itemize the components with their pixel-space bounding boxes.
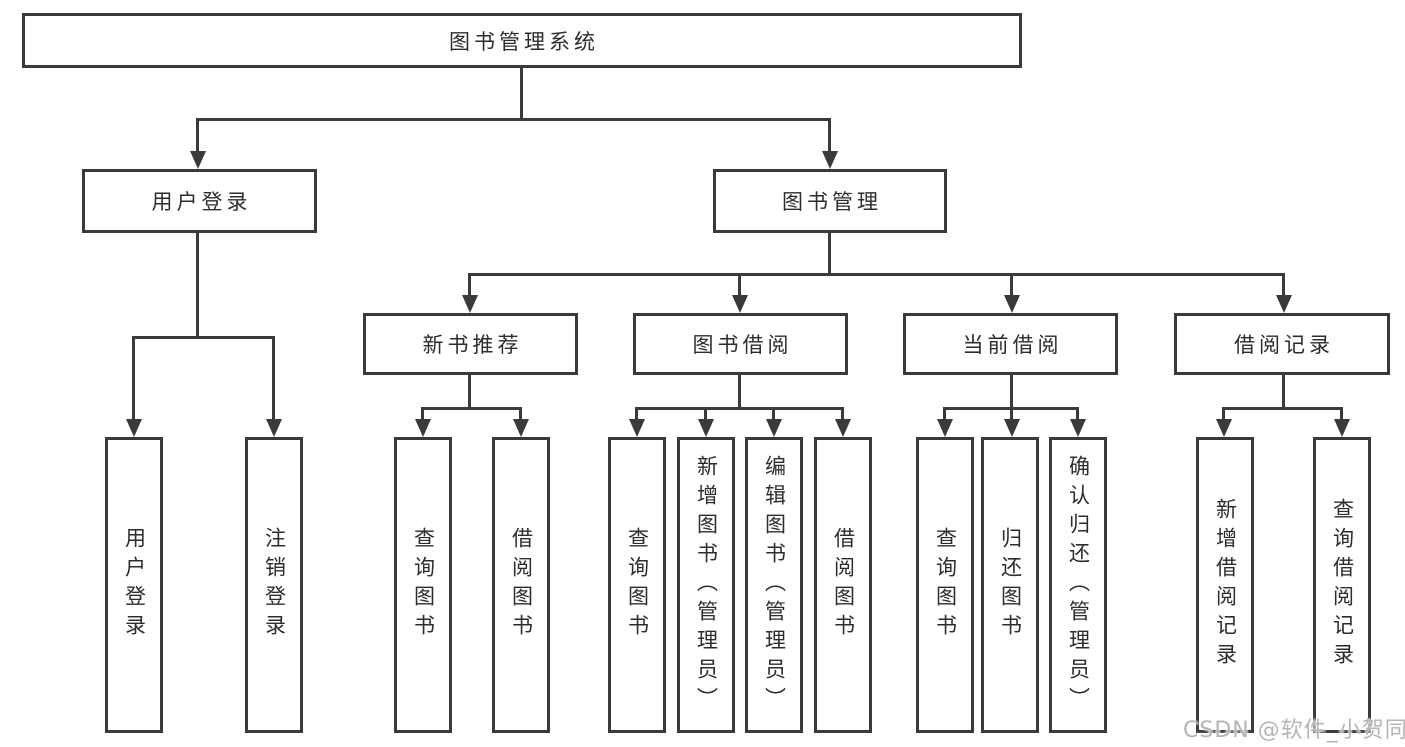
leaf-edit-books-admin: 编辑图书（管理员） <box>745 437 803 733</box>
leaf-user-login: 用户登录 <box>105 437 163 733</box>
arrow-down-user-login <box>190 151 206 169</box>
connector-vline-book-borrowing <box>738 375 741 407</box>
leaf-query-borrow-record-label: 查询借阅记录 <box>1330 498 1355 672</box>
arrow-down-new-book-recommend <box>462 295 478 313</box>
connector-shaft-leaf-add-books <box>704 407 707 421</box>
node-user-login: 用户登录 <box>82 169 317 233</box>
node-book-management-label: 图书管理 <box>782 190 882 214</box>
connector-hline-borrowing-records <box>1222 407 1343 410</box>
arrow-down-leaf-query-record <box>1334 419 1350 437</box>
connector-shaft-leaf-borrow-recommend <box>519 407 522 421</box>
node-new-book-recommend-label: 新书推荐 <box>422 333 523 357</box>
arrow-down-leaf-edit-books <box>766 419 782 437</box>
arrow-down-leaf-logout <box>266 419 282 437</box>
connector-shaft-leaf-edit-books <box>772 407 775 421</box>
connector-shaft-leaf-query-borrowing <box>635 407 638 421</box>
leaf-add-borrow-record-label: 新增借阅记录 <box>1213 498 1238 672</box>
node-library-system: 图书管理系统 <box>22 13 1022 68</box>
connector-shaft-book-management <box>828 118 831 154</box>
leaf-confirm-return-admin-label: 确认归还（管理员） <box>1066 454 1091 716</box>
arrow-down-leaf-return-books <box>1004 419 1020 437</box>
leaf-query-books-current: 查询图书 <box>916 437 974 733</box>
arrow-down-leaf-add-books <box>698 419 714 437</box>
connector-shaft-user-login <box>196 118 199 154</box>
connector-shaft-leaf-add-record <box>1222 407 1225 421</box>
connector-vline-new-book-recommend <box>468 375 471 407</box>
connector-shaft-borrowing-records <box>1282 273 1285 297</box>
leaf-return-books-label: 归还图书 <box>998 527 1023 643</box>
leaf-query-books-recommend-label: 查询图书 <box>411 527 436 643</box>
connector-shaft-new-book-recommend <box>468 273 471 297</box>
connector-shaft-book-borrowing <box>738 273 741 297</box>
node-book-borrowing-label: 图书借阅 <box>692 333 793 357</box>
connector-hline-user-login <box>132 336 274 339</box>
leaf-borrow-books-recommend: 借阅图书 <box>492 437 550 733</box>
node-library-system-label: 图书管理系统 <box>449 29 599 54</box>
leaf-confirm-return-admin: 确认归还（管理员） <box>1049 437 1107 733</box>
arrow-down-leaf-query-current <box>937 419 953 437</box>
leaf-add-borrow-record: 新增借阅记录 <box>1196 437 1254 733</box>
leaf-user-login-label: 用户登录 <box>122 527 147 643</box>
node-book-management: 图书管理 <box>713 169 947 233</box>
connector-shaft-leaf-query-recommend <box>421 407 424 421</box>
node-book-borrowing: 图书借阅 <box>633 313 848 375</box>
arrow-down-leaf-borrow-recommend <box>513 419 529 437</box>
node-user-login-label: 用户登录 <box>151 190 252 214</box>
arrow-down-book-borrowing <box>732 295 748 313</box>
leaf-borrow-books-borrowing: 借阅图书 <box>814 437 872 733</box>
node-current-borrowing-label: 当前借阅 <box>962 333 1063 357</box>
node-borrowing-records-label: 借阅记录 <box>1234 333 1334 357</box>
node-current-borrowing: 当前借阅 <box>903 313 1118 375</box>
connector-shaft-leaf-logout <box>272 336 275 421</box>
connector-vline-book-management <box>828 233 831 273</box>
leaf-query-borrow-record: 查询借阅记录 <box>1313 437 1371 733</box>
connector-vline-current-borrowing <box>1010 375 1013 407</box>
connector-shaft-leaf-query-record <box>1340 407 1343 421</box>
connector-hline-book-borrowing <box>635 407 843 410</box>
connector-shaft-leaf-query-current <box>943 407 946 421</box>
arrow-down-leaf-confirm-return <box>1070 419 1086 437</box>
node-new-book-recommend: 新书推荐 <box>363 313 578 375</box>
arrow-down-leaf-borrow-borrowing <box>835 419 851 437</box>
connector-hline-root <box>197 118 830 121</box>
connector-vline-root <box>520 68 523 118</box>
leaf-logout-login: 注销登录 <box>245 437 303 733</box>
leaf-query-books-current-label: 查询图书 <box>933 527 958 643</box>
connector-shaft-leaf-borrow-borrowing <box>841 407 844 421</box>
arrow-down-leaf-query-recommend <box>415 419 431 437</box>
connector-shaft-leaf-return-books <box>1010 407 1013 421</box>
connector-hline-level3 <box>468 273 1285 276</box>
connector-vline-user-login <box>196 233 199 336</box>
arrow-down-leaf-user-login <box>126 419 142 437</box>
connector-hline-new-book-recommend <box>421 407 522 410</box>
leaf-query-books-recommend: 查询图书 <box>394 437 452 733</box>
watermark: CSDN @软件_小贺同学 <box>1183 718 1405 743</box>
arrow-down-book-management <box>822 151 838 169</box>
arrow-down-leaf-query-borrowing <box>629 419 645 437</box>
arrow-down-current-borrowing <box>1004 295 1020 313</box>
leaf-query-books-borrowing: 查询图书 <box>608 437 666 733</box>
arrow-down-borrowing-records <box>1276 295 1292 313</box>
leaf-logout-login-label: 注销登录 <box>262 527 287 643</box>
connector-shaft-leaf-confirm-return <box>1076 407 1079 421</box>
leaf-query-books-borrowing-label: 查询图书 <box>625 527 650 643</box>
node-borrowing-records: 借阅记录 <box>1174 313 1390 375</box>
connector-shaft-leaf-user-login <box>132 336 135 421</box>
leaf-add-books-admin: 新增图书（管理员） <box>677 437 735 733</box>
leaf-borrow-books-recommend-label: 借阅图书 <box>509 527 534 643</box>
leaf-borrow-books-borrowing-label: 借阅图书 <box>831 527 856 643</box>
leaf-add-books-admin-label: 新增图书（管理员） <box>694 454 719 716</box>
connector-vline-borrowing-records <box>1282 375 1285 407</box>
arrow-down-leaf-add-record <box>1216 419 1232 437</box>
connector-shaft-current-borrowing <box>1010 273 1013 297</box>
leaf-return-books: 归还图书 <box>981 437 1039 733</box>
leaf-edit-books-admin-label: 编辑图书（管理员） <box>762 454 787 716</box>
